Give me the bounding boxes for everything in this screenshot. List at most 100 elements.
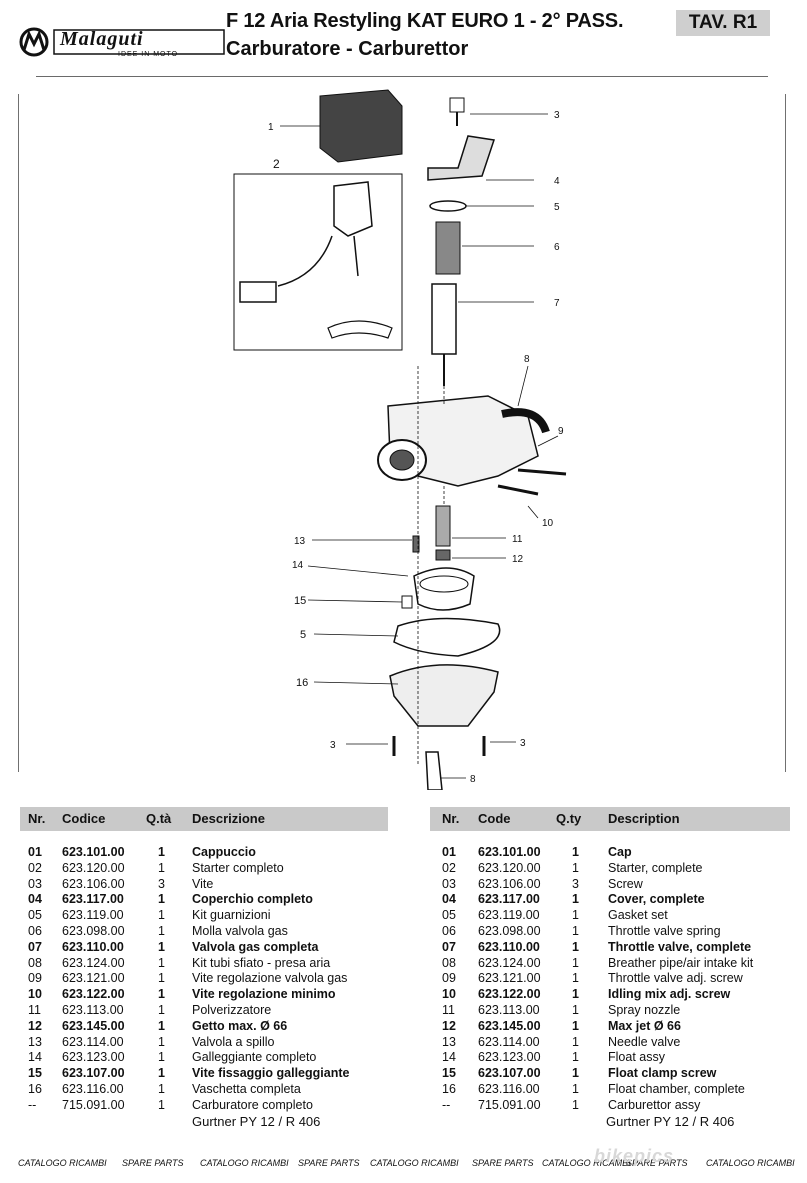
cell-qty: 1	[572, 1034, 579, 1049]
cell-desc: Vite	[192, 876, 214, 891]
callout-8-top: 8	[524, 354, 530, 365]
left-table-note: Gurtner PY 12 / R 406	[192, 1114, 321, 1129]
footer-label: SPARE PARTS	[122, 1158, 184, 1168]
cell-nr: 02	[442, 860, 456, 875]
cell-nr: 03	[442, 876, 456, 891]
cell-code: 623.101.00	[478, 845, 541, 859]
col-code: Code	[478, 811, 511, 826]
cell-desc: Needle valve	[608, 1034, 681, 1049]
cell-nr: 07	[28, 939, 42, 954]
spring-part	[435, 221, 461, 275]
cell-code: 623.113.00	[478, 1003, 540, 1017]
cell-nr: 07	[442, 939, 456, 954]
cap-part	[319, 89, 403, 163]
right-table-header: Nr. Code Q.ty Description	[430, 807, 790, 831]
cell-desc: Float assy	[608, 1050, 665, 1065]
col-qty: Q.tà	[146, 811, 172, 826]
cell-nr: 13	[442, 1034, 456, 1049]
cell-code: 623.122.00	[62, 987, 125, 1002]
cell-qty: 1	[572, 1050, 579, 1065]
callout-10: 10	[542, 518, 554, 529]
cell-desc: Kit guarnizioni	[192, 908, 271, 923]
cell-qty: 1	[572, 955, 579, 970]
cell-nr: 12	[442, 1018, 456, 1033]
cell-desc: Valvola gas completa	[192, 939, 319, 954]
cell-code: 623.123.00	[478, 1050, 541, 1065]
cell-qty: 1	[158, 987, 165, 1002]
cell-code: 623.119.00	[478, 908, 540, 923]
exploded-diagram: 1 2 3 4 5 6 7 8 9 10 11 12 13 14 15 5 16…	[18, 76, 786, 790]
page-subtitle: Carburatore - Carburettor	[226, 38, 469, 60]
col-nr: Nr.	[442, 811, 460, 826]
cell-qty: 1	[572, 987, 579, 1002]
cell-desc: Screw	[608, 876, 643, 891]
page-header: Malaguti IDEE IN MOTO F 12 Aria Restylin…	[0, 0, 807, 70]
col-nr: Nr.	[28, 811, 46, 826]
callout-16: 16	[296, 677, 308, 689]
cell-desc: Coperchio completo	[192, 892, 313, 907]
cell-desc: Carburatore completo	[192, 1097, 313, 1112]
cell-code: 623.116.00	[478, 1082, 540, 1096]
cell-qty: 1	[158, 955, 165, 970]
cell-code: 623.116.00	[62, 1082, 124, 1096]
watermark: bikepics	[594, 1146, 675, 1166]
cell-desc: Carburettor assy	[608, 1097, 701, 1112]
cell-nr: 10	[442, 987, 456, 1002]
cell-nr: 16	[28, 1082, 42, 1096]
cell-nr: 09	[28, 971, 42, 986]
cell-code: 623.110.00	[478, 939, 540, 954]
col-qty: Q.ty	[556, 811, 582, 826]
cell-desc: Cap	[608, 845, 632, 859]
cell-nr: 05	[28, 908, 42, 923]
cell-code: 623.117.00	[62, 892, 124, 907]
callout-3-left: 3	[330, 740, 336, 751]
malaguti-logo	[19, 27, 225, 57]
cell-code: 623.106.00	[478, 876, 541, 891]
cell-code: 623.121.00	[62, 971, 125, 986]
cell-qty: 1	[158, 908, 165, 923]
cell-nr: 14	[442, 1050, 456, 1065]
cell-qty: 1	[158, 1018, 165, 1033]
col-desc: Description	[608, 811, 680, 826]
cell-code: 623.110.00	[62, 939, 124, 954]
cell-nr: 11	[442, 1003, 455, 1017]
cell-nr: 01	[442, 845, 456, 859]
cell-code: 623.098.00	[62, 924, 125, 938]
callout-5-top: 5	[554, 202, 560, 213]
footer-label: SPARE PARTS	[626, 1158, 688, 1168]
footer-label: CATALOGO RICAMBI	[18, 1158, 107, 1168]
cell-qty: 1	[158, 892, 165, 907]
footer-label: SPARE PARTS	[298, 1158, 360, 1168]
col-desc: Descrizione	[192, 811, 265, 826]
cell-code: 623.106.00	[62, 876, 125, 891]
footer-label: SPARE PARTS	[472, 1158, 534, 1168]
cell-code: 623.107.00	[62, 1066, 125, 1081]
cell-qty: 1	[158, 1050, 165, 1065]
cell-code: 623.098.00	[478, 924, 541, 938]
callout-12: 12	[512, 554, 524, 565]
cell-desc: Vite fissaggio galleggiante	[192, 1066, 350, 1081]
cell-desc: Max jet Ø 66	[608, 1018, 681, 1033]
cell-nr: 01	[28, 845, 42, 859]
cell-nr: 06	[442, 924, 456, 938]
cell-desc: Gasket set	[608, 908, 668, 923]
cell-desc: Float chamber, complete	[608, 1082, 745, 1096]
cell-code: 623.120.00	[62, 860, 125, 875]
table-row: 14 623.123.00 1 Float assy	[442, 1049, 792, 1065]
cell-code: 623.145.00	[62, 1018, 125, 1033]
cell-code: 623.123.00	[62, 1050, 125, 1065]
callout-2: 2	[273, 157, 280, 171]
